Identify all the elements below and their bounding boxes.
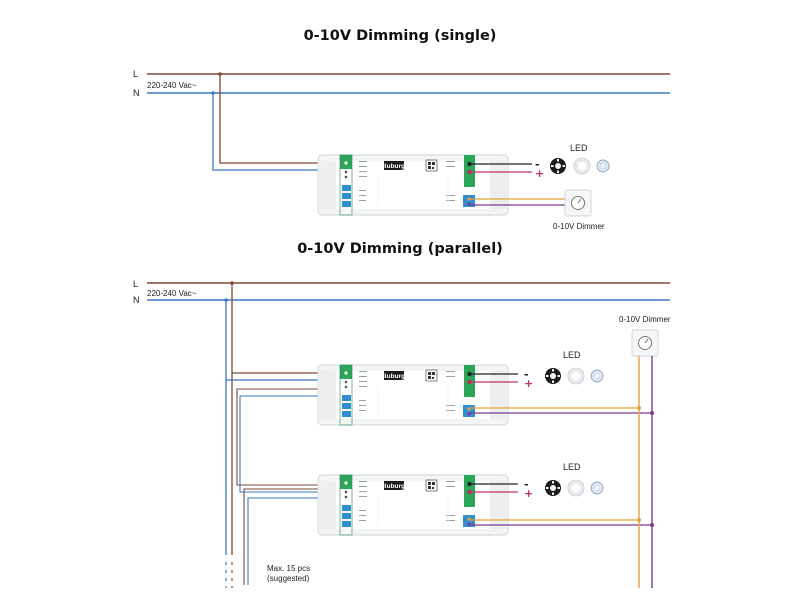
brand-label: iluburg xyxy=(383,163,405,170)
brand-label: iluburg xyxy=(383,483,405,490)
plus-sign: + xyxy=(524,377,533,390)
driver-parallel-1: iluburg xyxy=(317,364,509,426)
brand-label: iluburg xyxy=(383,373,405,380)
junction-dot xyxy=(650,411,654,415)
spotlight-icon xyxy=(596,159,610,173)
led-label: LED xyxy=(563,462,581,472)
minus-sign: - xyxy=(535,158,540,171)
led-strip-icon xyxy=(545,368,561,384)
neutral-link-1 xyxy=(239,395,360,493)
minus-sign: - xyxy=(524,478,529,491)
downlight-icon xyxy=(567,367,585,385)
neutral-label-bottom: N xyxy=(133,295,140,305)
line-link-1 xyxy=(236,388,360,486)
downlight-icon xyxy=(567,479,585,497)
driver-top: iluburg xyxy=(317,154,509,216)
dimmer-label: 0-10V Dimmer xyxy=(619,315,671,324)
plus-sign: + xyxy=(535,167,544,180)
voltage-label-top: 220-240 Vac~ xyxy=(147,81,197,90)
voltage-label-bottom: 220-240 Vac~ xyxy=(147,289,197,298)
max-units-note: Max. 15 pcs xyxy=(267,564,310,573)
junction-dot xyxy=(650,523,654,527)
max-units-note-sub: (suggested) xyxy=(267,574,310,583)
title-single: 0-10V Dimming (single) xyxy=(304,28,497,44)
line-drop-top xyxy=(219,74,360,164)
minus-sign: - xyxy=(524,368,529,381)
led-label: LED xyxy=(570,143,588,153)
led-strip-icon xyxy=(545,480,561,496)
dimmer-label: 0-10V Dimmer xyxy=(553,222,605,231)
led-label: LED xyxy=(563,350,581,360)
downlight-icon xyxy=(573,157,591,175)
driver-parallel-2: iluburg xyxy=(317,474,509,536)
junction-dot xyxy=(637,518,641,522)
neutral-drop-top xyxy=(212,93,360,171)
plus-sign: + xyxy=(524,487,533,500)
led-strip-icon xyxy=(550,158,566,174)
dimmer-icon xyxy=(564,189,592,217)
dimmer-icon xyxy=(631,329,659,357)
line-label-top: L xyxy=(133,69,138,79)
junction-dot xyxy=(637,406,641,410)
spotlight-icon xyxy=(590,369,604,383)
line-label-bottom: L xyxy=(133,279,138,289)
neutral-label-top: N xyxy=(133,88,140,98)
spotlight-icon xyxy=(590,481,604,495)
title-parallel: 0-10V Dimming (parallel) xyxy=(297,241,503,257)
